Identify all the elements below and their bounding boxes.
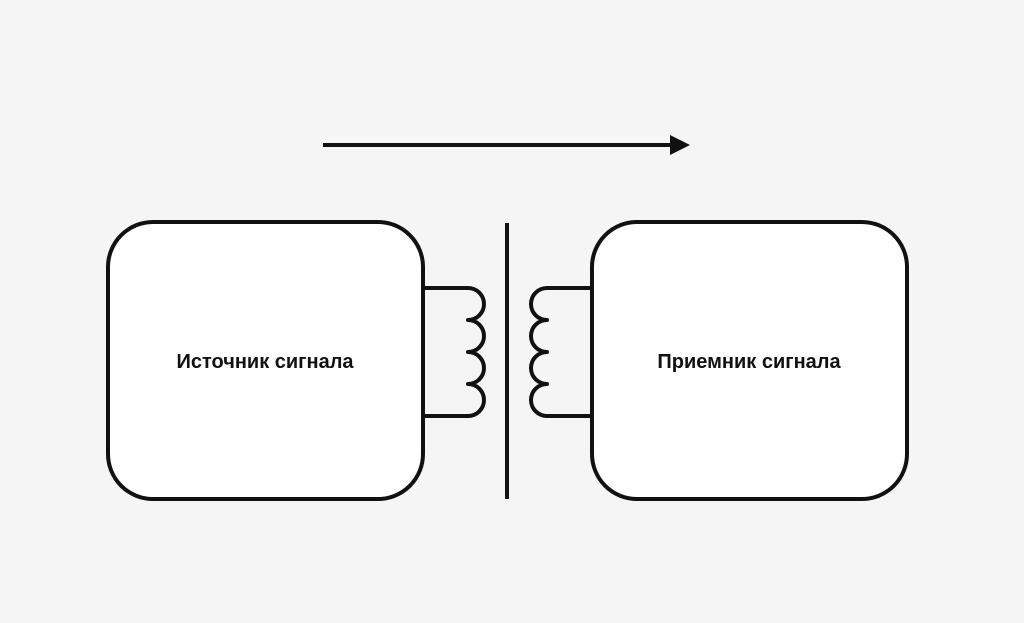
source-box	[106, 220, 425, 501]
source-label: Источник сигнала	[176, 351, 354, 373]
arrow-right-icon	[323, 135, 690, 155]
source-coil-icon	[423, 286, 486, 418]
receiver-coil-icon	[529, 286, 592, 418]
receiver-box	[590, 220, 909, 501]
source-block: Источник сигнала	[106, 220, 425, 501]
receiver-label: Приемник сигнала	[657, 351, 841, 373]
receiver-block: Приемник сигнала	[590, 220, 909, 501]
